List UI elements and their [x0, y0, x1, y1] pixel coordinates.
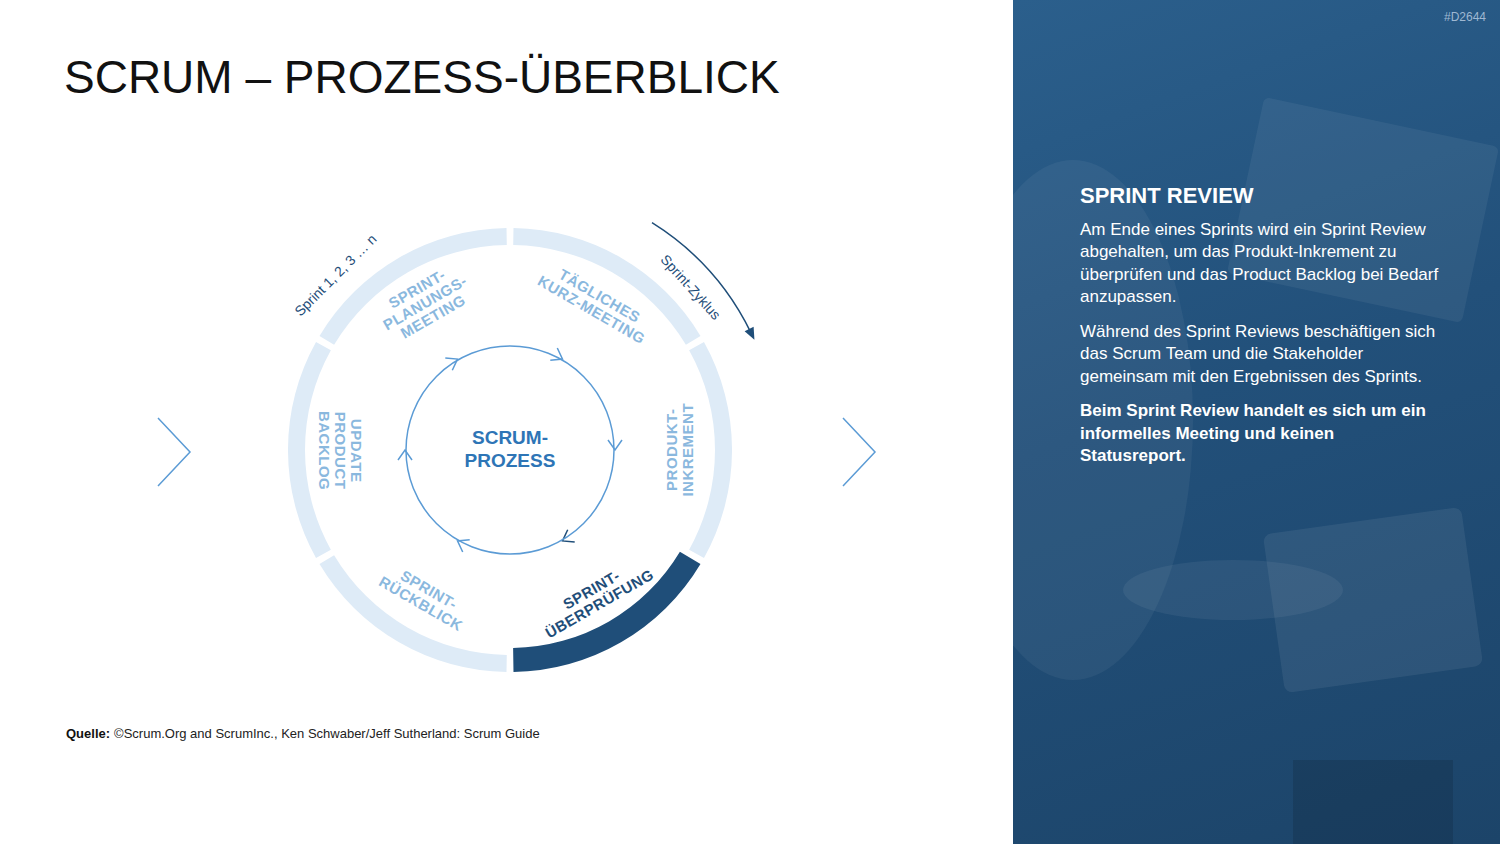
nav-chevron-right: [843, 418, 875, 486]
slide-id: #D2644: [1444, 10, 1486, 24]
cycle-arrowhead: [398, 450, 412, 460]
cycle-circle: [406, 346, 614, 554]
center-label: SCRUM- PROZESS: [462, 427, 559, 473]
photo-hand: [1123, 560, 1343, 620]
photo-laptop: [1227, 97, 1499, 323]
segment-label-holder: UPDATE PRODUCT BACKLOG: [316, 407, 363, 493]
panel-paragraph: Beim Sprint Review handelt es sich um ei…: [1080, 400, 1442, 467]
photo-phone: [1293, 760, 1453, 844]
panel-paragraph: Am Ende eines Sprints wird ein Sprint Re…: [1080, 219, 1442, 309]
label-holder: ©Scrum.Org and ScrumInc., Ken Schwaber/J…: [114, 726, 540, 741]
segment-label: PRODUKT- INKREMENT: [664, 400, 696, 500]
sprint-cycle-arrowhead: [745, 327, 755, 340]
source-note: ©Scrum.Org and ScrumInc., Ken Schwaber/J…: [114, 726, 540, 741]
label-holder: Sprint 1, 2, 3 … n: [291, 231, 379, 319]
ring-band: [320, 555, 507, 672]
center-circle: SCRUM- PROZESS: [405, 345, 615, 555]
slide-title: SCRUM – PROZESS-ÜBERBLICK: [64, 50, 780, 104]
panel-heading: SPRINT REVIEW: [1080, 183, 1442, 209]
source-note: Quelle:: [66, 726, 110, 741]
panel-text-column: SPRINT REVIEW Am Ende eines Sprints wird …: [1080, 183, 1442, 479]
segment-label-holder: PRODUKT- INKREMENT: [664, 400, 696, 500]
nav-chevron-left: [158, 418, 190, 486]
ring-annotation: Sprint 1, 2, 3 … n: [291, 231, 379, 319]
title-holder: SCRUM – PROZESS-ÜBERBLICK: [64, 50, 780, 104]
cycle-arrowhead: [608, 440, 622, 450]
info-panel: SPRINT REVIEW Am Ende eines Sprints wird …: [1013, 0, 1500, 844]
panel-paragraph: Während des Sprint Reviews beschäftigen …: [1080, 321, 1442, 388]
label-holder: Quelle:: [66, 726, 110, 741]
ring-band: [513, 552, 700, 672]
segment-label: UPDATE PRODUCT BACKLOG: [316, 407, 363, 493]
label-holder: #D2644: [1444, 10, 1486, 24]
photo-overlay: [1013, 0, 1500, 844]
